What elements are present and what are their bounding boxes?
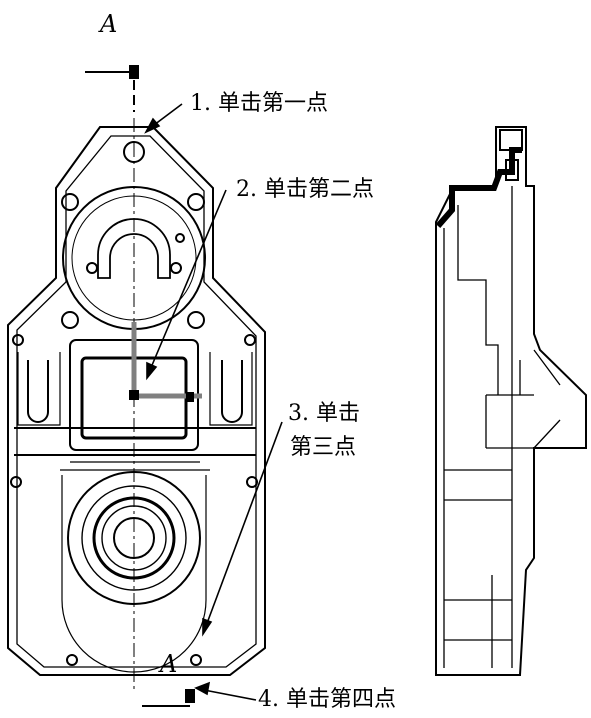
disc-hole <box>170 262 182 274</box>
side-view <box>435 126 587 676</box>
side-highlighted-edge <box>435 147 522 228</box>
section-cut <box>85 65 195 707</box>
left-slot <box>27 360 49 423</box>
arrowhead-1 <box>144 117 161 134</box>
arrowhead-4 <box>194 681 211 696</box>
callout-arrows <box>144 103 283 701</box>
side-top-block <box>499 129 523 151</box>
step-1-label: 1. 单击第一点 <box>190 91 328 116</box>
upper-disc <box>62 186 206 330</box>
side-web <box>485 349 561 449</box>
step-3-label-line1: 3. 单击 <box>288 401 360 426</box>
click-point-2 <box>129 390 139 400</box>
side-bearing-lines <box>444 469 512 668</box>
arrowhead-3 <box>202 617 213 637</box>
side-hole <box>244 334 256 346</box>
right-slot <box>221 360 243 423</box>
section-label-top: A <box>98 10 117 38</box>
side-hole <box>12 334 24 346</box>
side-hole <box>66 654 78 666</box>
cut-mark-bottom <box>185 689 195 703</box>
step-4-label: 4. 单击第四点 <box>258 687 396 712</box>
cross-rib <box>14 427 256 456</box>
disc-hole <box>175 233 185 243</box>
plate-hole <box>61 193 79 211</box>
step-3-label-line2: 第三点 <box>290 435 356 460</box>
front-inner-contour <box>16 135 257 668</box>
cut-mark-top <box>129 65 139 79</box>
keyhole-slot <box>97 218 171 279</box>
front-outer-contour <box>7 126 266 676</box>
left-slot-outer <box>17 352 61 426</box>
disc-hole <box>86 262 98 274</box>
side-hole <box>190 654 202 666</box>
selection-path <box>129 322 202 402</box>
cross-rib-inner <box>60 461 210 471</box>
side-hole <box>246 476 258 488</box>
step-2-label: 2. 单击第二点 <box>236 177 374 202</box>
arrowhead-2 <box>146 361 158 381</box>
front-view <box>7 118 266 690</box>
side-inner-line <box>443 186 513 668</box>
section-label-bottom: A <box>158 650 177 678</box>
plate-hole <box>187 193 205 211</box>
side-small-block <box>505 159 519 181</box>
side-hole <box>10 476 22 488</box>
plate-hole <box>61 311 79 329</box>
plate-hole <box>187 311 205 329</box>
click-point-3 <box>186 392 194 402</box>
right-slot-outer <box>209 352 253 426</box>
